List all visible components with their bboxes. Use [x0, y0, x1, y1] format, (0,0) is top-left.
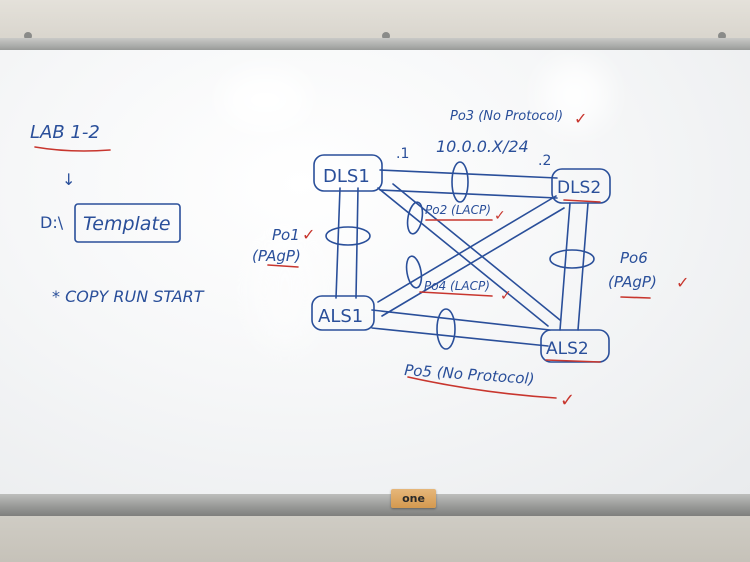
- po5-label: Po5 (No Protocol): [404, 361, 535, 388]
- marker-tray: [0, 494, 750, 516]
- node-als1: ALS1: [318, 306, 363, 327]
- whiteboard: [0, 50, 750, 496]
- ip-dot2-label: .2: [538, 153, 551, 169]
- ip-subnet-label: 10.0.0.X/24: [436, 137, 529, 156]
- check-icon: ✓: [560, 390, 575, 411]
- drive-label: D:\: [40, 213, 64, 232]
- node-dls2: DLS2: [557, 178, 601, 198]
- down-arrow-icon: ↓: [62, 170, 75, 189]
- board-clip: [24, 32, 32, 40]
- template-label: Template: [83, 213, 171, 235]
- check-icon: ✓: [494, 208, 506, 224]
- check-icon: ✓: [500, 288, 512, 304]
- device-box-dls1: [313, 154, 383, 192]
- po2-label: Po2 (LACP): [425, 203, 491, 217]
- device-box-dls2: [551, 168, 611, 204]
- device-box-als2: [540, 329, 610, 363]
- check-icon: ✓: [302, 225, 315, 244]
- lab-title: LAB 1-2: [30, 122, 100, 143]
- ip-dot1-label: .1: [396, 146, 409, 162]
- check-icon: ✓: [676, 273, 689, 292]
- po4-label: Po4 (LACP): [424, 279, 490, 293]
- wall-bottom: [0, 516, 750, 562]
- copy-run-start-command: * COPY RUN START: [52, 287, 205, 306]
- node-dls1: DLS1: [323, 166, 370, 187]
- po3-label: Po3 (No Protocol): [450, 109, 563, 124]
- brand-logo: one: [391, 489, 436, 508]
- po6-protocol: (PAgP): [608, 273, 657, 291]
- check-icon: ✓: [574, 109, 587, 128]
- po6-label: Po6: [620, 249, 648, 267]
- node-als2: ALS2: [546, 339, 589, 359]
- board-clip: [718, 32, 726, 40]
- po1-protocol: (PAgP): [252, 247, 301, 265]
- board-frame-top: [0, 38, 750, 52]
- device-box-als1: [311, 295, 375, 331]
- board-clip: [382, 32, 390, 40]
- po1-label: Po1: [272, 226, 300, 244]
